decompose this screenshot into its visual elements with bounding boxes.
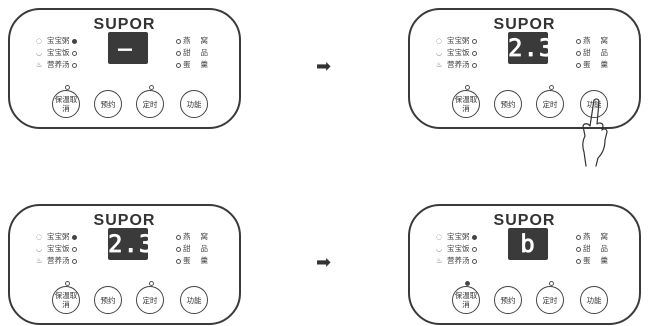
menu-item-baby-rice[interactable]: ◡宝宝饭: [36, 243, 79, 255]
control-panel-3: SUPOR ◌宝宝粥 ◡宝宝饭 ♨营养汤 2.3 燕窝 甜品 蛋羹 保温取消 预…: [8, 204, 241, 325]
right-menu-list: 燕窝 甜品 蛋羹: [174, 231, 208, 267]
menu-item-birdnest[interactable]: 燕窝: [174, 35, 208, 47]
indicator-dot: [71, 38, 77, 44]
left-menu-list: ◌宝宝粥 ◡宝宝饭 ♨营养汤: [36, 35, 79, 71]
menu-item-nutrition-soup[interactable]: ♨营养汤: [36, 59, 79, 71]
menu-item-birdnest[interactable]: 燕窝: [174, 231, 208, 243]
rice-bowl-icon: ◌: [36, 233, 43, 241]
function-button[interactable]: 功能: [180, 90, 208, 118]
left-menu-list: ◌宝宝粥 ◡宝宝饭 ♨营养汤: [436, 231, 479, 267]
rice-bowl-icon: ◌: [436, 233, 443, 241]
rice-bowl-icon: ◌: [436, 37, 443, 45]
menu-item-nutrition-soup[interactable]: ♨营养汤: [36, 255, 79, 267]
menu-item-birdnest[interactable]: 燕窝: [574, 231, 608, 243]
brand-logo: SUPOR: [93, 212, 156, 229]
pointing-hand-icon: [582, 98, 608, 167]
menu-item-egg-custard[interactable]: 蛋羹: [174, 255, 208, 267]
function-button[interactable]: 功能: [180, 286, 208, 314]
brand-logo: SUPOR: [93, 16, 156, 33]
timer-indicator: [149, 85, 154, 90]
reserve-button[interactable]: 预约: [494, 90, 522, 118]
menu-item-dessert[interactable]: 甜品: [174, 47, 208, 59]
menu-item-egg-custard[interactable]: 蛋羹: [574, 59, 608, 71]
keep-warm-indicator: [65, 281, 70, 286]
reserve-button[interactable]: 预约: [494, 286, 522, 314]
function-button[interactable]: 功能: [580, 286, 608, 314]
keep-warm-cancel-button[interactable]: 保温取消: [52, 286, 80, 314]
timer-button[interactable]: 定时: [136, 90, 164, 118]
menu-item-nutrition-soup[interactable]: ♨营养汤: [436, 255, 479, 267]
arrow-icon: ➡: [316, 56, 332, 77]
left-menu-list: ◌宝宝粥 ◡宝宝饭 ♨营养汤: [36, 231, 79, 267]
keep-warm-indicator: [65, 85, 70, 90]
menu-item-dessert[interactable]: 甜品: [574, 243, 608, 255]
menu-item-baby-porridge[interactable]: ◌宝宝粥: [436, 231, 479, 243]
soup-icon: ♨: [36, 257, 43, 265]
keep-warm-cancel-button[interactable]: 保温取消: [452, 90, 480, 118]
digital-display: b: [508, 228, 548, 260]
timer-indicator: [549, 85, 554, 90]
rice-bowl-icon: ◌: [36, 37, 43, 45]
soup-icon: ♨: [36, 61, 43, 69]
menu-item-nutrition-soup[interactable]: ♨营养汤: [436, 59, 479, 71]
menu-item-baby-porridge[interactable]: ◌宝宝粥: [436, 35, 479, 47]
menu-item-baby-porridge[interactable]: ◌宝宝粥: [36, 35, 79, 47]
menu-item-baby-rice[interactable]: ◡宝宝饭: [436, 47, 479, 59]
timer-indicator: [149, 281, 154, 286]
menu-item-egg-custard[interactable]: 蛋羹: [574, 255, 608, 267]
timer-button[interactable]: 定时: [536, 286, 564, 314]
brand-logo: SUPOR: [493, 16, 556, 33]
right-menu-list: 燕窝 甜品 蛋羹: [174, 35, 208, 71]
reserve-button[interactable]: 预约: [94, 90, 122, 118]
right-menu-list: 燕窝 甜品 蛋羹: [574, 231, 608, 267]
digital-display: – –: [108, 32, 148, 96]
arrow-icon: ➡: [316, 252, 332, 273]
bowl-icon: ◡: [436, 49, 443, 57]
soup-icon: ♨: [436, 61, 443, 69]
timer-button[interactable]: 定时: [136, 286, 164, 314]
menu-item-dessert[interactable]: 甜品: [174, 243, 208, 255]
soup-icon: ♨: [436, 257, 443, 265]
reserve-button[interactable]: 预约: [94, 286, 122, 314]
keep-warm-cancel-button[interactable]: 保温取消: [52, 90, 80, 118]
left-menu-list: ◌宝宝粥 ◡宝宝饭 ♨营养汤: [436, 35, 479, 71]
bowl-icon: ◡: [436, 245, 443, 253]
keep-warm-indicator: [465, 85, 470, 90]
bowl-icon: ◡: [36, 245, 43, 253]
control-panel-4: SUPOR ◌宝宝粥 ◡宝宝饭 ♨营养汤 b 燕窝 甜品 蛋羹 保温取消 预约 …: [408, 204, 641, 325]
menu-item-dessert[interactable]: 甜品: [574, 47, 608, 59]
indicator-dot: [71, 62, 77, 68]
digital-display: 2.3: [108, 228, 155, 260]
menu-item-baby-rice[interactable]: ◡宝宝饭: [36, 47, 79, 59]
menu-item-baby-porridge[interactable]: ◌宝宝粥: [36, 231, 79, 243]
indicator-dot: [71, 50, 77, 56]
keep-warm-cancel-button[interactable]: 保温取消: [452, 286, 480, 314]
timer-button[interactable]: 定时: [536, 90, 564, 118]
bowl-icon: ◡: [36, 49, 43, 57]
keep-warm-indicator: [465, 281, 470, 286]
timer-indicator: [549, 281, 554, 286]
menu-item-birdnest[interactable]: 燕窝: [574, 35, 608, 47]
menu-item-egg-custard[interactable]: 蛋羹: [174, 59, 208, 71]
control-panel-2: SUPOR ◌宝宝粥 ◡宝宝饭 ♨营养汤 2.3 燕窝 甜品 蛋羹 保温取消 预…: [408, 8, 641, 129]
right-menu-list: 燕窝 甜品 蛋羹: [574, 35, 608, 71]
function-button[interactable]: 功能: [580, 90, 608, 118]
menu-item-baby-rice[interactable]: ◡宝宝饭: [436, 243, 479, 255]
control-panel-1: SUPOR ◌宝宝粥 ◡宝宝饭 ♨营养汤 – – 燕窝 甜品 蛋羹 保温取消 预…: [8, 8, 241, 129]
digital-display: 2.3: [508, 32, 555, 64]
brand-logo: SUPOR: [493, 212, 556, 229]
